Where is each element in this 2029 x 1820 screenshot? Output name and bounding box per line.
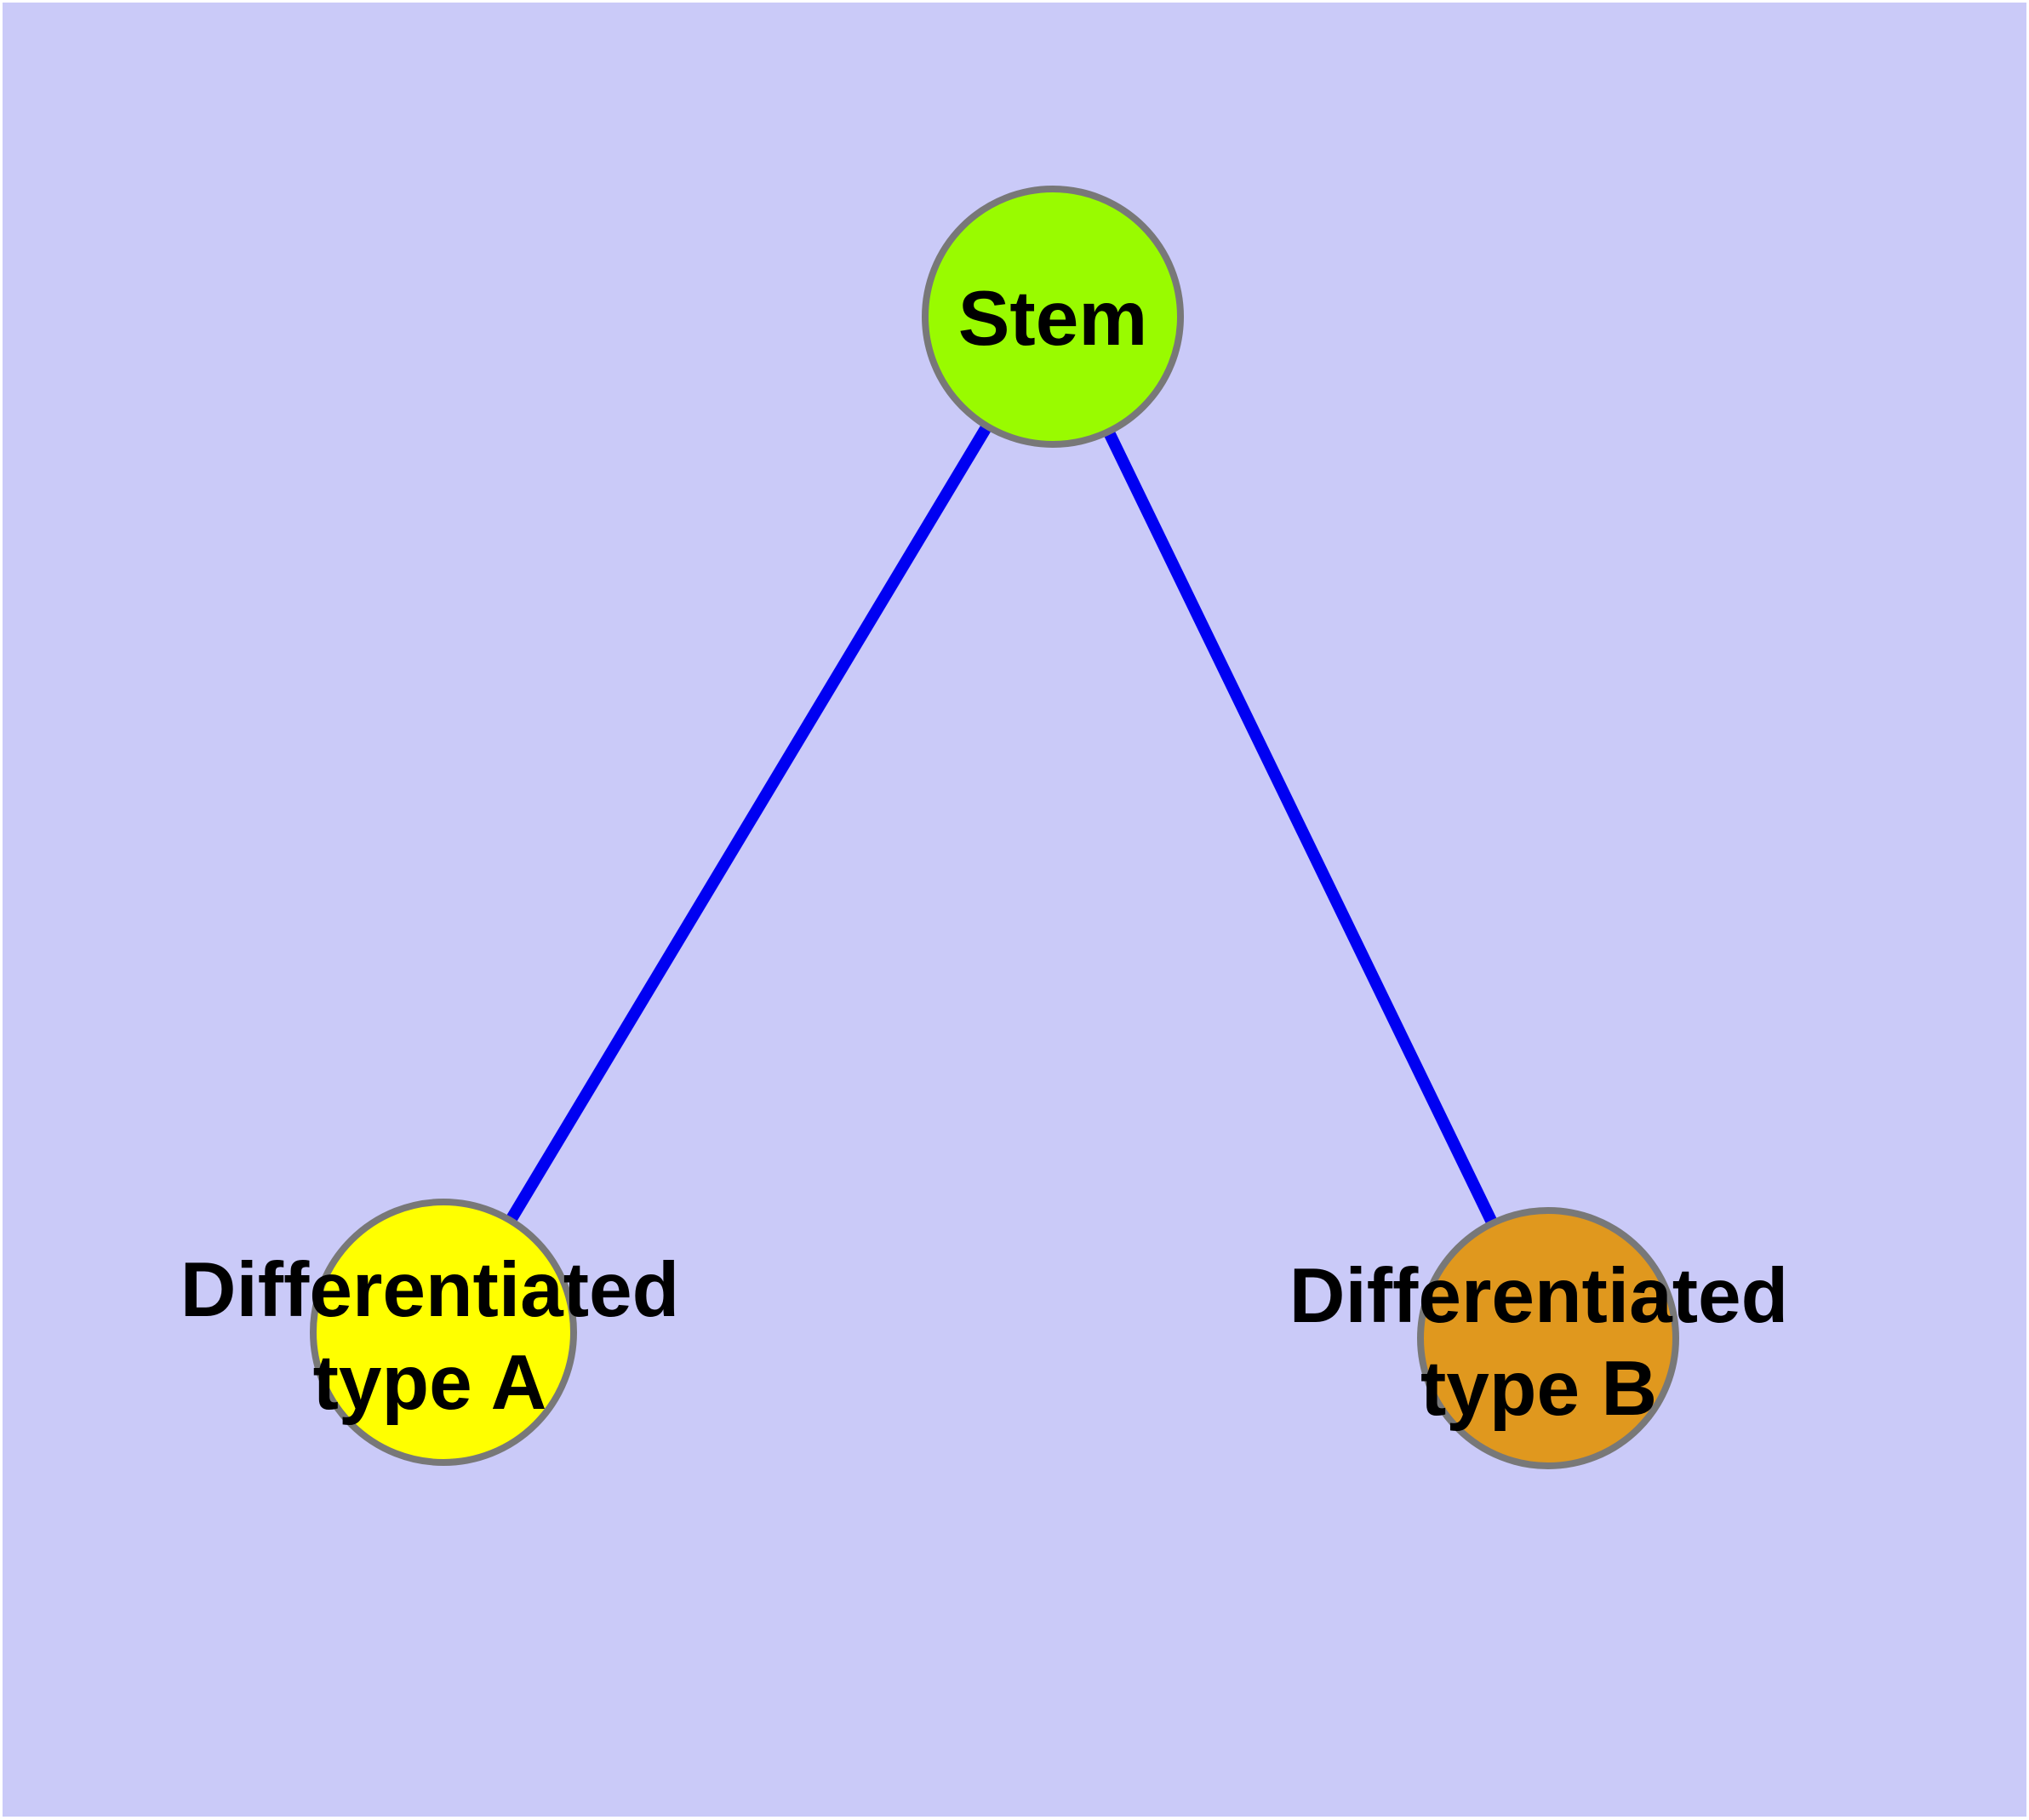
edge-stem-to-type-a — [437, 313, 1059, 1336]
node-stem-label: Stem — [958, 276, 1148, 362]
edge-stem-to-type-b — [1047, 313, 1554, 1342]
node-stem[interactable]: Stem — [922, 186, 1184, 448]
node-differentiated-type-b-label-line1: Differentiated — [1289, 1253, 1789, 1339]
node-differentiated-type-a[interactable]: Differentiated type A — [180, 1199, 680, 1466]
node-differentiated-type-a-label-line2: type A — [313, 1340, 547, 1426]
node-stem-circle[interactable] — [922, 186, 1184, 448]
node-differentiated-type-a-label-line1: Differentiated — [180, 1247, 680, 1333]
node-differentiated-type-b-label-line2: type B — [1420, 1346, 1657, 1432]
node-differentiated-type-b-circle[interactable] — [1417, 1207, 1679, 1469]
node-differentiated-type-a-circle[interactable] — [310, 1199, 577, 1466]
node-differentiated-type-b[interactable]: Differentiated type B — [1289, 1207, 1789, 1469]
